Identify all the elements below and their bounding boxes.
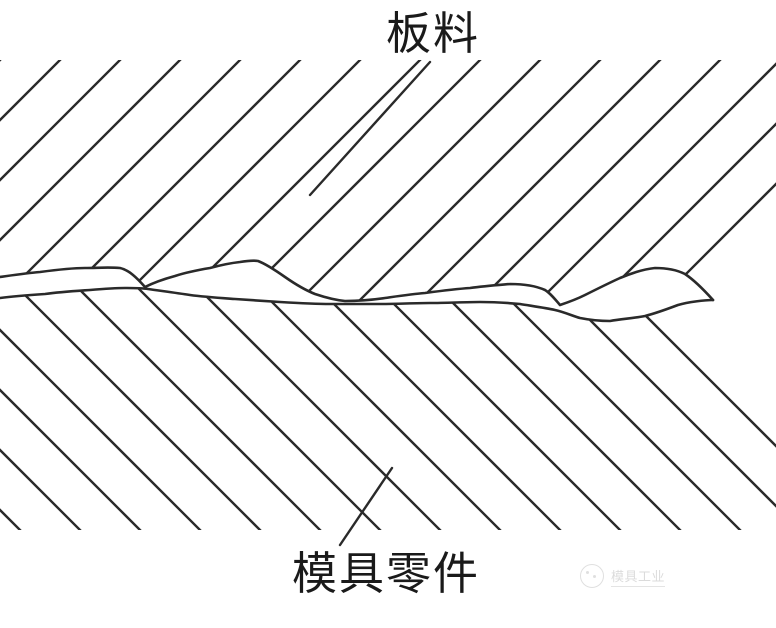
lower-contact-curve [0, 286, 715, 323]
die-part-leader-line [338, 466, 394, 547]
circular-brand-logo-icon [580, 564, 604, 588]
upper-contact-curve [0, 259, 715, 307]
watermark-text: 模具工业 [611, 566, 666, 587]
sheet-metal-leader-line [308, 60, 432, 197]
watermark: 模具工业 [580, 564, 666, 588]
sheet-metal-label: 板料 [386, 7, 481, 60]
sheet-metal-hatching [0, 60, 776, 305]
die-part-label: 模具零件 [292, 547, 481, 600]
